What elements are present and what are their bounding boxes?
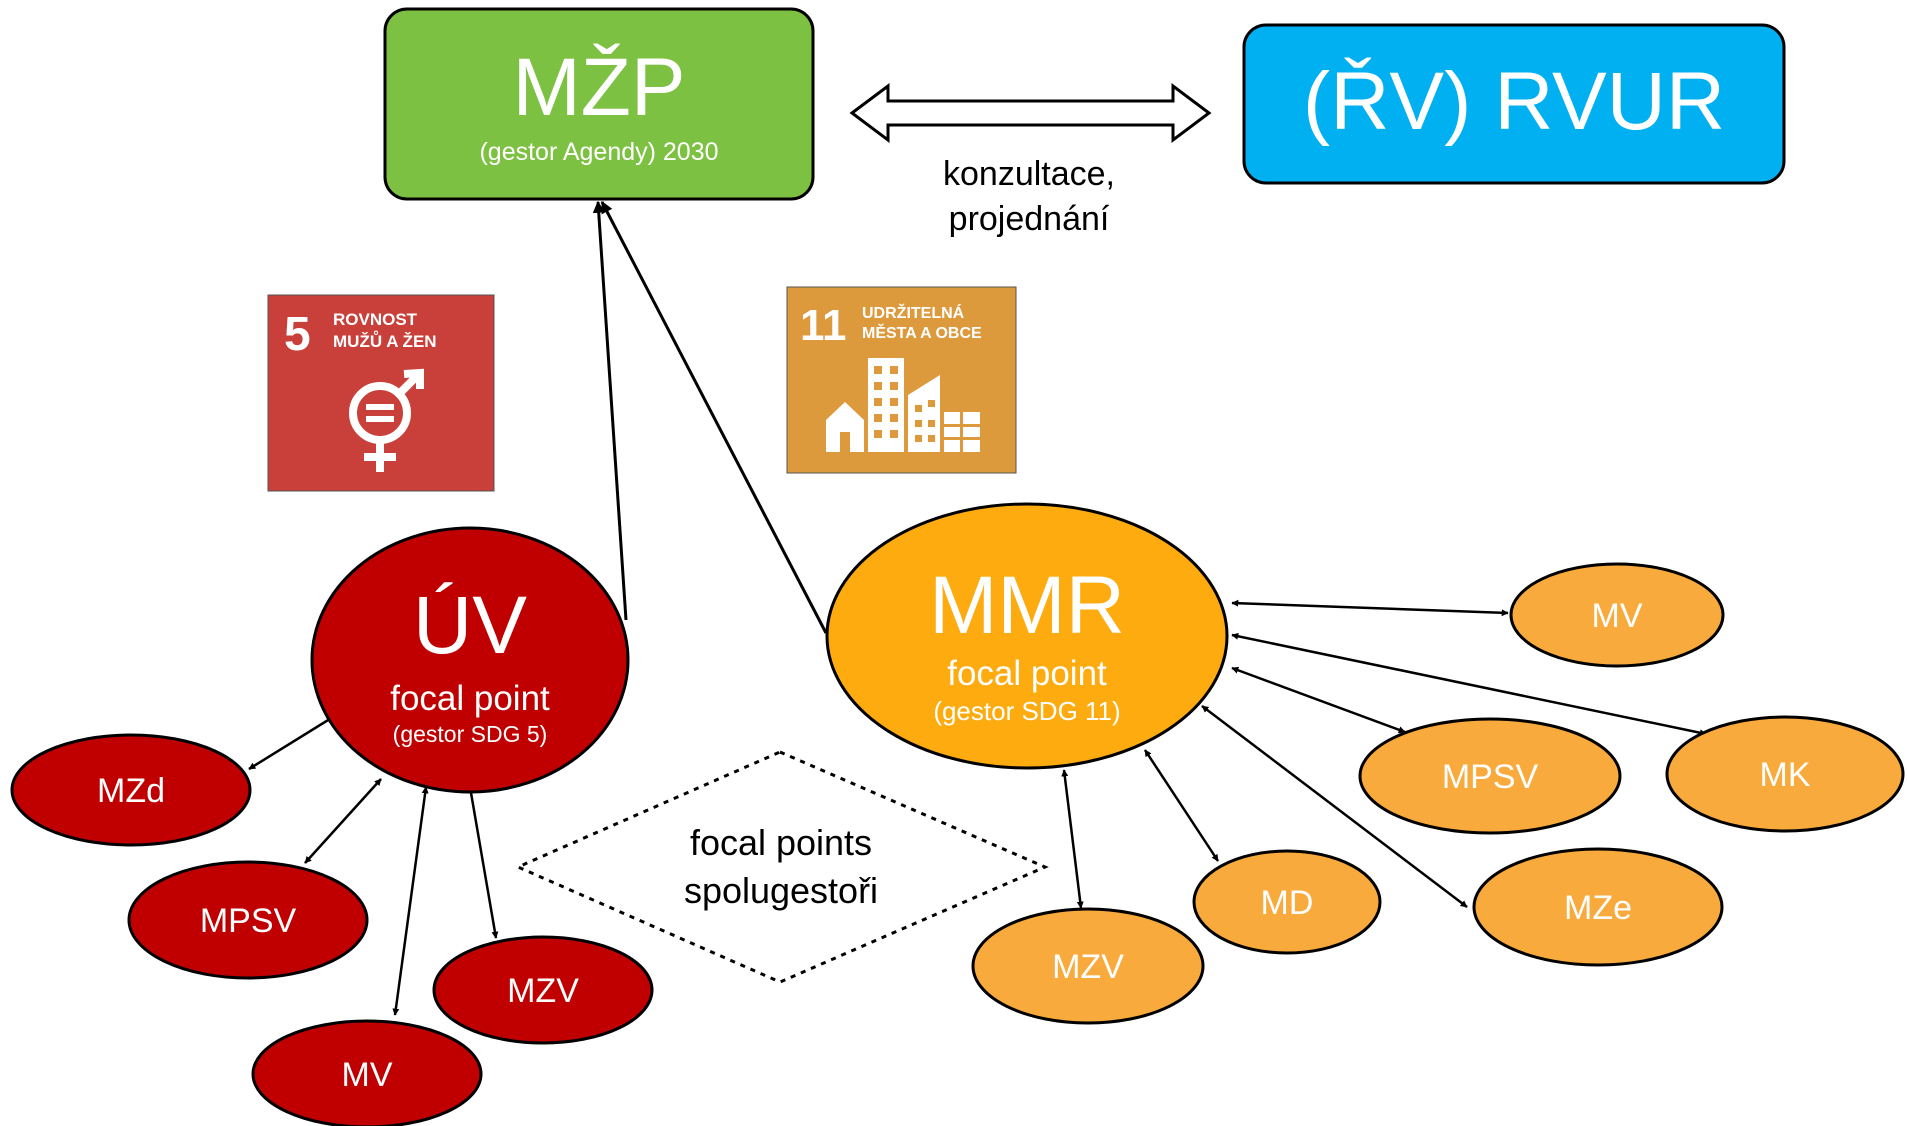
uv-child-mv: MV — [251, 1019, 483, 1126]
sdg5-line1: ROVNOST — [333, 310, 418, 329]
mmr-child-md: MD — [1192, 849, 1382, 955]
mmr-child-mzv: MZV — [971, 907, 1205, 1025]
mmr-md-connector — [1143, 749, 1220, 862]
uv-gestor: (gestor SDG 5) — [393, 721, 548, 747]
mmr-mk-connector — [1231, 632, 1707, 737]
mmr-child-mk-label: MK — [1760, 756, 1811, 794]
cofocal-line1: focal points — [690, 822, 872, 863]
uv-node: ÚV focal point (gestor SDG 5) — [310, 526, 630, 794]
gender-equality-icon — [349, 368, 424, 472]
uv-child-mzd: MZd — [10, 733, 252, 847]
consultation-label-line1: konzultace, — [943, 155, 1115, 193]
uv-child-mv-label: MV — [342, 1056, 393, 1094]
uv-focal-point: focal point — [390, 679, 550, 718]
uv-mzv-connector — [467, 786, 499, 939]
consultation-double-arrow — [849, 83, 1212, 143]
mmr-child-mv-label: MV — [1592, 597, 1643, 635]
uv-child-mzv: MZV — [432, 935, 654, 1045]
rvur-node: (ŘV) RVUR — [1242, 23, 1786, 185]
uv-title: ÚV — [413, 580, 527, 671]
mmr-child-mv: MV — [1509, 562, 1725, 668]
sdg5-tile: 5 ROVNOST MUŽŮ A ŽEN — [267, 294, 495, 492]
uv-child-mzv-label: MZV — [507, 972, 579, 1010]
mmr-mze-connector — [1201, 705, 1468, 908]
sdg11-tile: 11 UDRŽITELNÁ MĚSTA A OBCE — [786, 286, 1017, 474]
uv-to-mzp-arrow — [592, 200, 628, 621]
uv-mpsv-connector — [304, 778, 382, 864]
sdg5-line2: MUŽŮ A ŽEN — [333, 331, 437, 351]
mmr-child-mk: MK — [1665, 715, 1905, 833]
mmr-focal-point: focal point — [947, 654, 1107, 693]
mmr-to-mzp-arrow — [600, 200, 828, 634]
sdg11-number: 11 — [800, 301, 847, 350]
mmr-title: MMR — [929, 560, 1125, 651]
consultation-label-line2: projednání — [949, 200, 1110, 238]
mmr-child-mze: MZe — [1472, 847, 1724, 967]
uv-mzd-connector — [248, 715, 334, 771]
mmr-child-mze-label: MZe — [1564, 889, 1632, 927]
sdg11-line1: UDRŽITELNÁ — [862, 303, 965, 322]
rvur-box — [1242, 23, 1786, 185]
mmr-node: MMR focal point (gestor SDG 11) — [825, 502, 1229, 770]
mmr-mv-connector — [1231, 599, 1509, 617]
sdg11-line2: MĚSTA A OBCE — [862, 323, 982, 342]
mmr-mpsv-connector — [1231, 666, 1406, 734]
mmr-child-md-label: MD — [1261, 884, 1314, 922]
mzp-node: MŽP (gestor Agendy) 2030 — [383, 7, 815, 201]
mmr-mzv-connector — [1061, 769, 1084, 909]
uv-child-mzd-label: MZd — [97, 772, 165, 810]
uv-mv-connector — [392, 786, 429, 1016]
rvur-title: (ŘV) RVUR — [1303, 56, 1725, 147]
cofocal-line2: spolugestoři — [684, 870, 878, 911]
sdg5-number: 5 — [284, 308, 311, 361]
mzp-box — [383, 7, 815, 201]
mmr-child-mpsv: MPSV — [1358, 717, 1622, 835]
uv-child-mpsv-label: MPSV — [200, 902, 297, 940]
mmr-child-mpsv-label: MPSV — [1442, 758, 1539, 796]
mmr-gestor: (gestor SDG 11) — [933, 696, 1120, 726]
cofocal-diamond: focal points spolugestoři — [514, 750, 1049, 984]
mzp-subtitle: (gestor Agendy) 2030 — [479, 138, 718, 166]
mzp-title: MŽP — [512, 42, 685, 133]
uv-child-mpsv: MPSV — [127, 860, 369, 980]
mmr-child-mzv-label: MZV — [1052, 948, 1124, 986]
